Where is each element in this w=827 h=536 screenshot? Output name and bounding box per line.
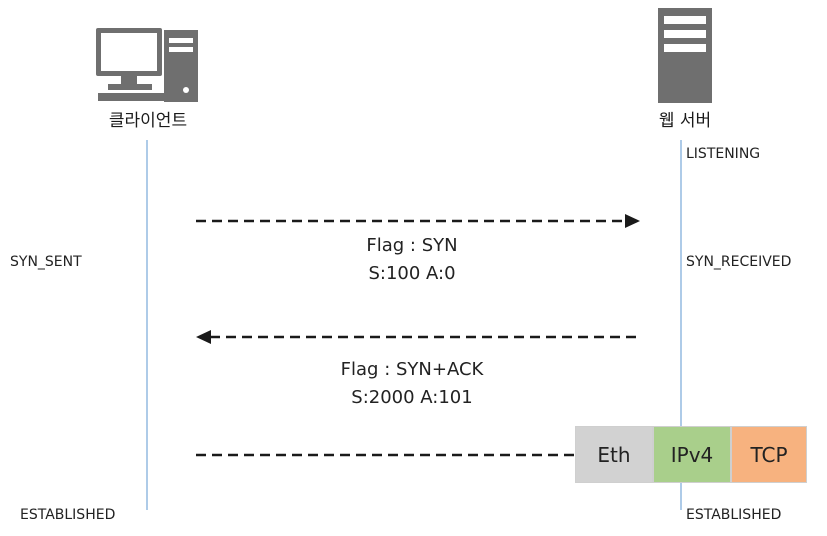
syn-ack-seq-label: S:2000 A:101: [351, 387, 473, 408]
client-lifeline: [146, 140, 148, 510]
syn-flag-label: Flag : SYN: [366, 235, 458, 256]
server-state-established: ESTABLISHED: [686, 507, 782, 523]
syn-message: Flag : SYN S:100 A:0: [312, 232, 512, 288]
syn-ack-flag-label: Flag : SYN+ACK: [340, 359, 484, 380]
server-state-syn-received: SYN_RECEIVED: [686, 254, 792, 270]
server-lifeline: [680, 140, 682, 510]
syn-ack-message: Flag : SYN+ACK S:2000 A:101: [302, 356, 522, 412]
client-state-syn-sent: SYN_SENT: [10, 254, 82, 270]
syn-arrow-head: [625, 214, 640, 228]
syn-seq-label: S:100 A:0: [368, 263, 456, 284]
server-state-listening: LISTENING: [686, 146, 761, 162]
client-label: 클라이언트: [108, 111, 188, 131]
packet-segment-ipv4: IPv4: [653, 426, 731, 483]
syn-ack-arrow-head: [196, 330, 211, 344]
packet-segment-tcp: TCP: [731, 426, 807, 483]
client-state-established: ESTABLISHED: [20, 507, 116, 523]
packet-segment-eth: Eth: [575, 426, 653, 483]
server-label: 웹 서버: [658, 111, 712, 131]
